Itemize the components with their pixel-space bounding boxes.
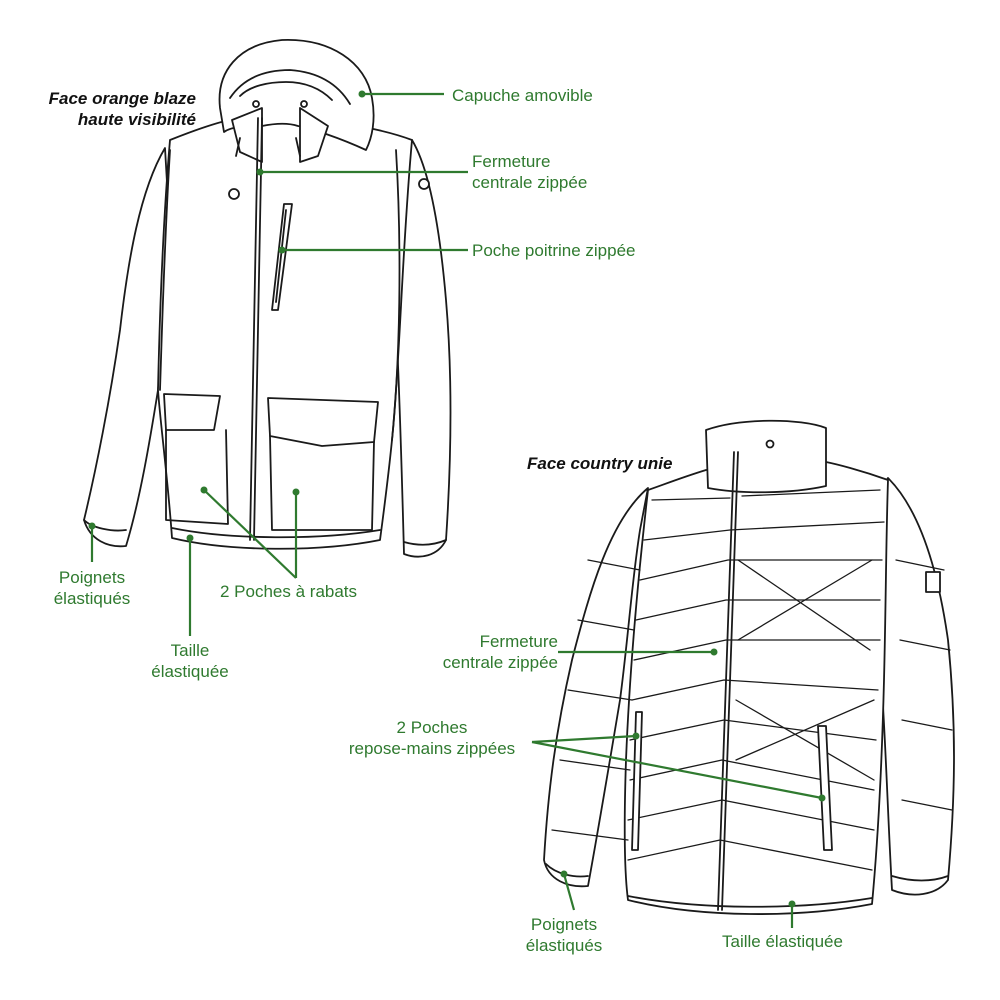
- down-cuffs-label-line-2: élastiqués: [525, 936, 603, 955]
- hooded-zip-label: Fermeture centrale zippée: [472, 151, 587, 193]
- hooded-waist-label-line-2: élastiquée: [151, 662, 229, 681]
- down-waist-label: Taille élastiquée: [722, 932, 843, 951]
- hooded-waist-label-line-1: Taille: [170, 641, 210, 660]
- flap-pockets-label: 2 Poches à rabats: [220, 582, 358, 601]
- down-zip-label: Fermeture centrale zippée: [380, 631, 558, 673]
- down-face-title: Face country unie: [527, 454, 673, 473]
- hooded-jacket-drawing: [83, 39, 452, 558]
- hooded-face-title: Face orange blaze haute visibilité: [20, 88, 196, 130]
- hood-label: Capuche amovible: [452, 86, 593, 105]
- callout-leaders: [90, 92, 823, 928]
- down-zip-label-line-1: Fermeture: [479, 632, 558, 651]
- down-zip-label-line-2: centrale zippée: [442, 653, 558, 672]
- hooded-cuffs-label-line-2: élastiqués: [53, 589, 131, 608]
- hand-pockets-label: 2 Poches repose-mains zippées: [330, 717, 534, 759]
- hooded-zip-label-line-2: centrale zippée: [472, 173, 588, 192]
- chest-pocket-label: Poche poitrine zippée: [472, 241, 636, 260]
- down-jacket-drawing: [543, 419, 955, 915]
- hooded-waist-label: Taille élastiquée: [130, 640, 250, 682]
- down-cuffs-label-line-1: Poignets: [530, 915, 598, 934]
- hooded-cuffs-label: Poignets élastiqués: [32, 567, 152, 609]
- hooded-cuffs-label-line-1: Poignets: [58, 568, 126, 587]
- callout-dots: [88, 90, 826, 908]
- hooded-face-title-line-1: Face orange blaze: [48, 89, 196, 108]
- hooded-face-title-line-2: haute visibilité: [77, 110, 196, 129]
- hooded-zip-label-line-1: Fermeture: [472, 152, 551, 171]
- hand-pockets-label-line-2: repose-mains zippées: [348, 739, 516, 758]
- hand-pockets-label-line-1: 2 Poches: [396, 718, 468, 737]
- down-cuffs-label: Poignets élastiqués: [504, 914, 624, 956]
